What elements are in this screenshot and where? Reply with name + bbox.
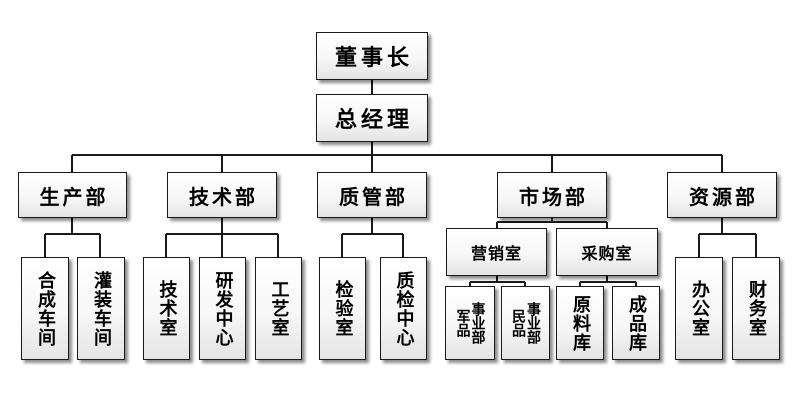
unit-filling-workshop: 灌装车间	[77, 257, 125, 360]
technology-dept-box: 技术部	[167, 172, 277, 218]
technology-dept-label: 技术部	[189, 184, 258, 209]
unit-raw-material-store: 原料库	[556, 286, 604, 360]
unit-qc-center: 质检中心	[380, 257, 427, 360]
production-dept-box: 生产部	[18, 172, 127, 218]
market-dept-label: 市场部	[519, 184, 588, 209]
purchase-office-label: 采购室	[581, 244, 633, 263]
unit-inspection-office: 检验室	[319, 257, 366, 360]
unit-civilian-division-label-1: 事业部	[525, 302, 541, 344]
sales-office-label: 营销室	[470, 244, 522, 263]
unit-finance-office: 财务室	[732, 257, 780, 360]
unit-inspection-office-label: 检验室	[332, 280, 354, 337]
unit-raw-material-store-label: 原料库	[570, 294, 591, 352]
general-manager-label: 总经理	[334, 108, 413, 133]
unit-tech-office: 技术室	[143, 257, 190, 360]
resources-dept-box: 资源部	[667, 172, 777, 218]
unit-synthesis-workshop: 合成车间	[21, 257, 69, 360]
unit-rd-center-label: 研发中心	[212, 270, 234, 347]
unit-general-office-label: 办公室	[689, 280, 710, 337]
unit-civilian-division-label-2: 民品	[510, 309, 526, 337]
unit-synthesis-workshop-label: 合成车间	[35, 270, 56, 347]
unit-military-division-label-1: 事业部	[469, 302, 486, 344]
market-dept-box: 市场部	[497, 172, 607, 218]
quality-dept-box: 质管部	[317, 172, 427, 218]
unit-finished-goods-store-label: 成品库	[626, 294, 647, 352]
unit-military-division-label-2: 军品	[454, 309, 471, 337]
production-dept-label: 生产部	[39, 184, 109, 209]
unit-military-division: 事业部 军品	[445, 286, 495, 360]
general-manager-box: 总经理	[316, 94, 428, 142]
unit-civilian-division: 事业部 民品	[501, 286, 550, 360]
unit-finished-goods-store: 成品库	[612, 286, 660, 360]
unit-finance-office-label: 财务室	[746, 280, 767, 337]
unit-rd-center: 研发中心	[199, 257, 246, 360]
unit-filling-workshop-label: 灌装车间	[91, 270, 112, 347]
unit-process-office: 工艺室	[255, 257, 302, 360]
resources-dept-label: 资源部	[689, 184, 758, 209]
unit-general-office: 办公室	[675, 257, 723, 360]
unit-tech-office-label: 技术室	[156, 280, 178, 337]
unit-qc-center-label: 质检中心	[393, 270, 415, 347]
chairman-label: 董事长	[334, 46, 413, 71]
purchase-office-box: 采购室	[556, 228, 658, 276]
chairman-box: 董事长	[316, 32, 428, 80]
unit-process-office-label: 工艺室	[268, 280, 290, 337]
quality-dept-label: 质管部	[339, 184, 408, 209]
sales-office-box: 营销室	[446, 228, 547, 276]
